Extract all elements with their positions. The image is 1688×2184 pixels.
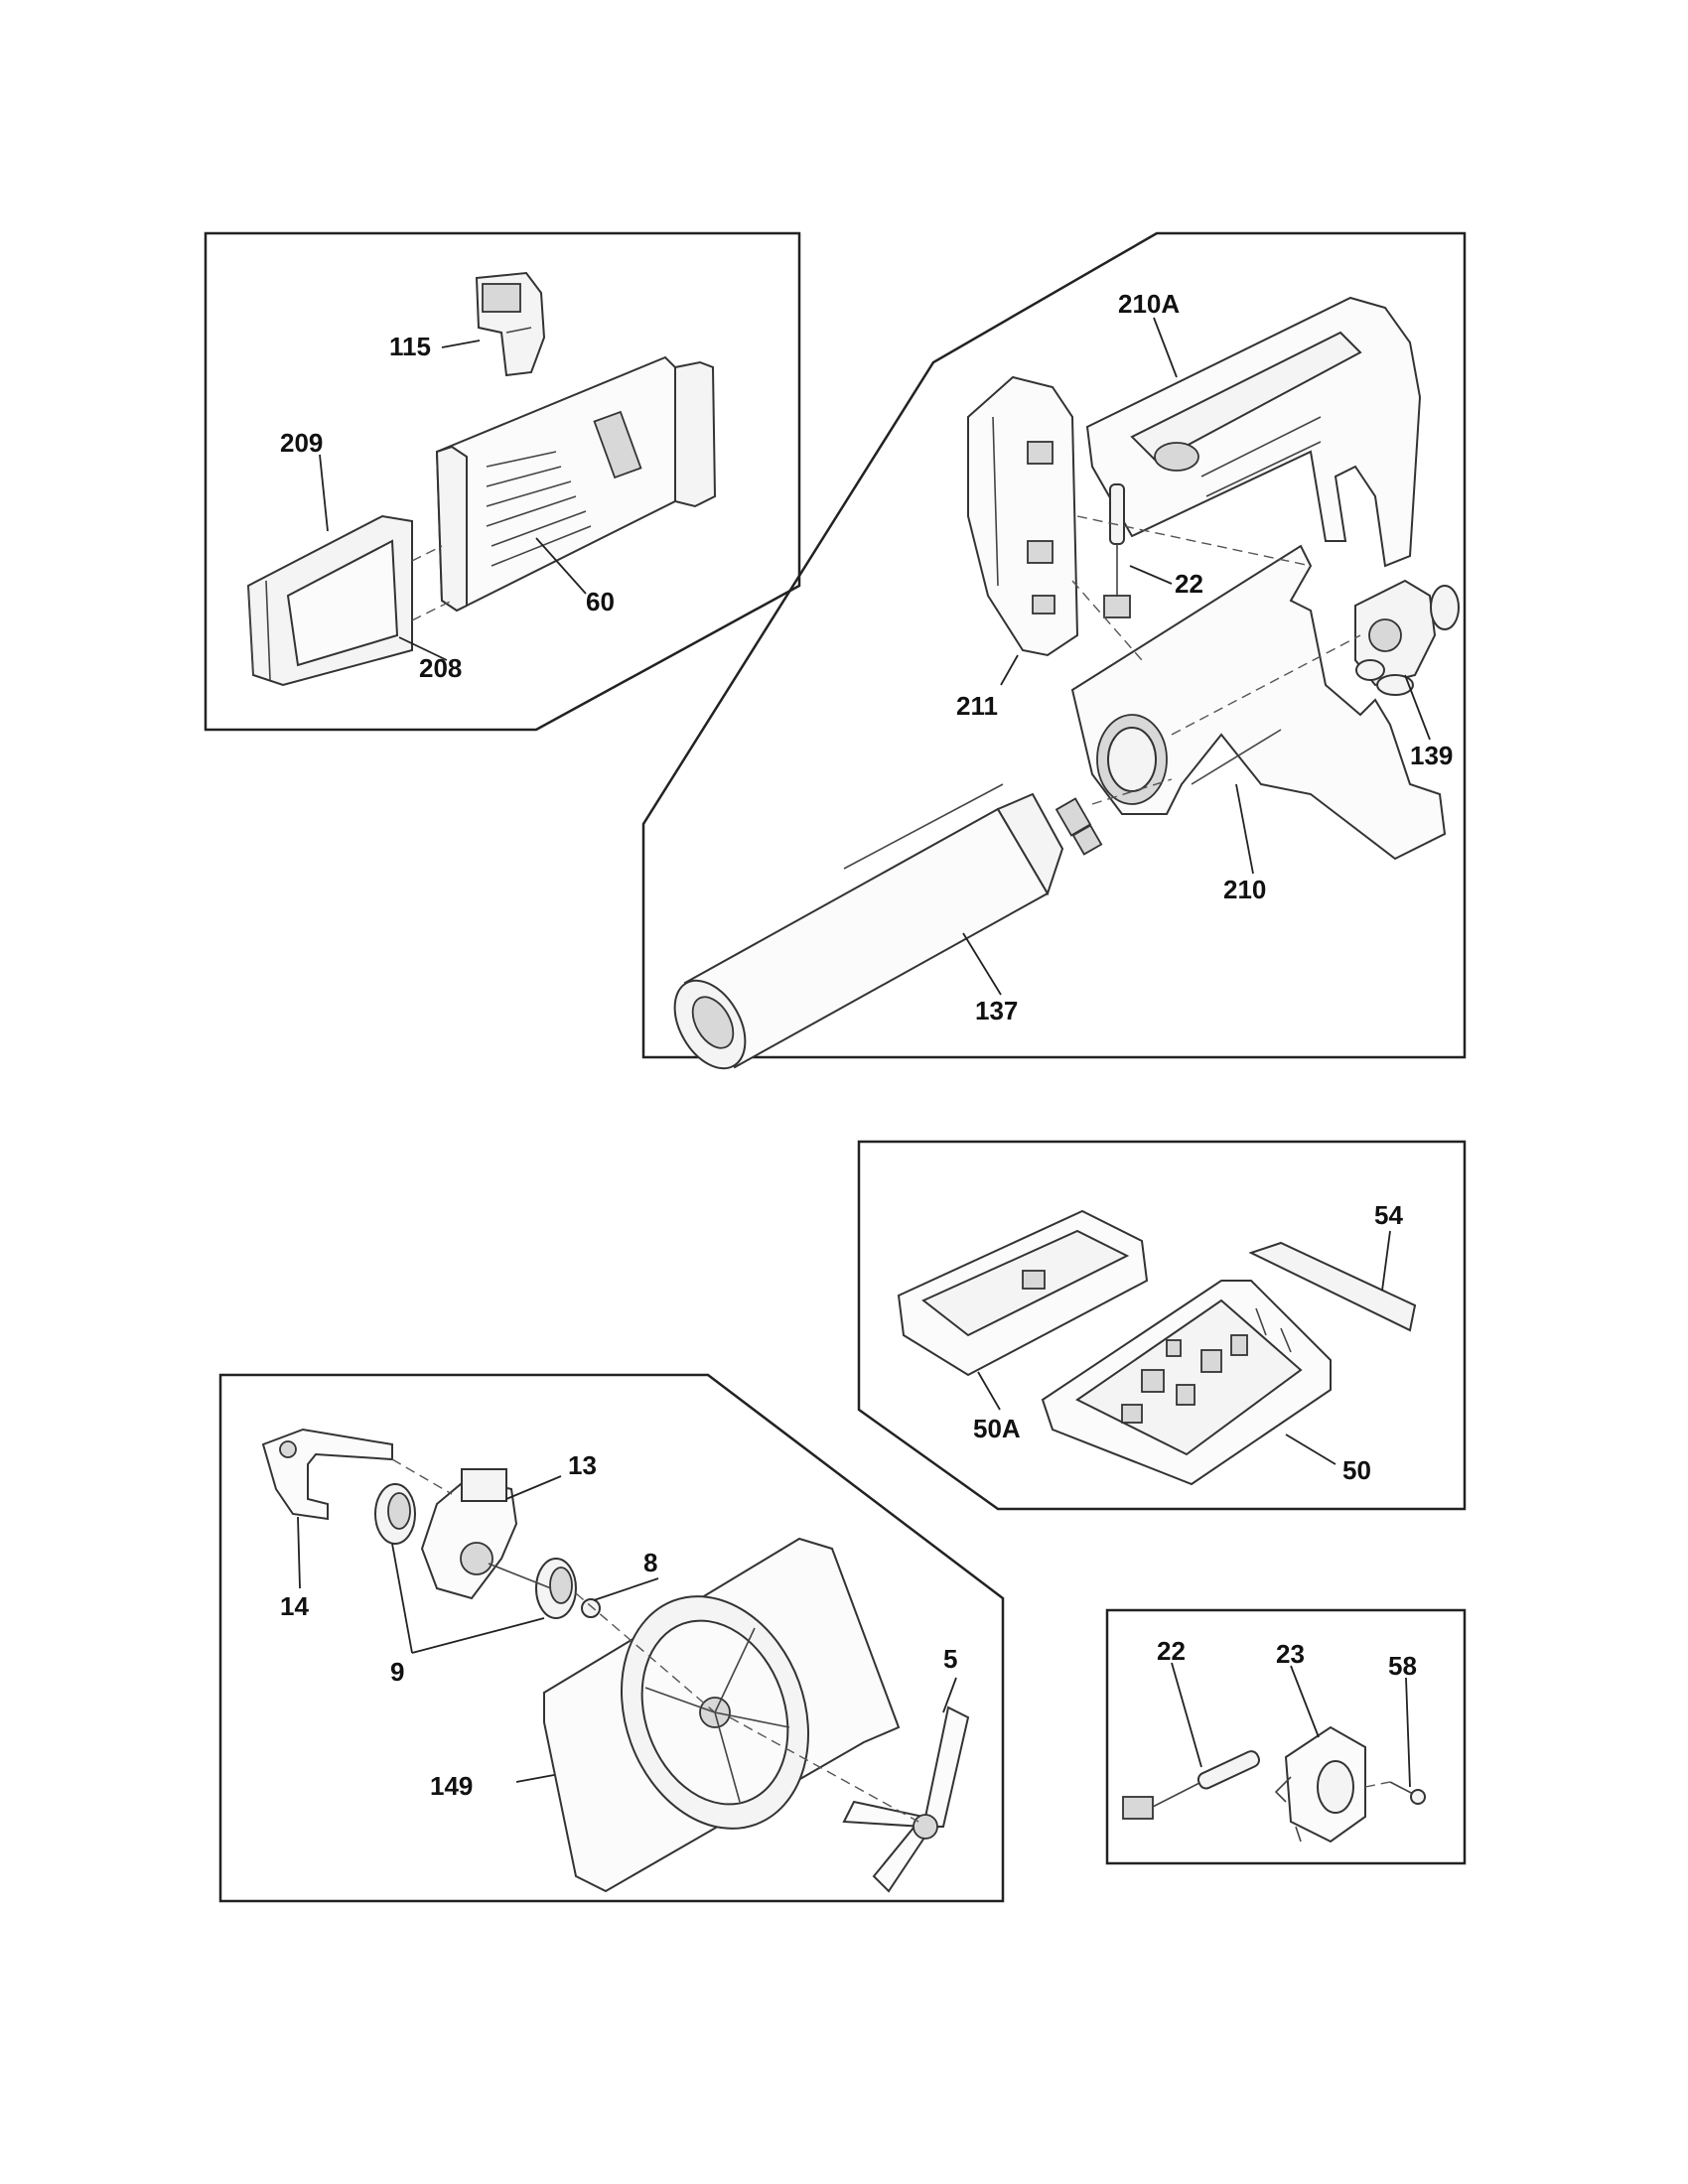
callout-22-kit: 22 bbox=[1157, 1636, 1186, 1666]
part-210-filter-housing bbox=[1070, 544, 1447, 861]
callout-54: 54 bbox=[1374, 1200, 1403, 1230]
callout-211: 211 bbox=[956, 691, 998, 721]
group-frame-control-box bbox=[857, 1140, 1467, 1511]
part-60-filter-head bbox=[435, 355, 717, 613]
part-58-screw bbox=[1389, 1781, 1426, 1805]
callout-137: 137 bbox=[975, 996, 1018, 1025]
callout-60: 60 bbox=[586, 587, 615, 616]
part-137-water-filter-cartridge bbox=[673, 783, 1103, 1070]
callout-209: 209 bbox=[280, 428, 323, 458]
part-5-fan-blade bbox=[842, 1706, 970, 1893]
group-control-box: 54 50A 50 bbox=[857, 1140, 1467, 1511]
callout-5: 5 bbox=[943, 1644, 957, 1674]
group-frame-filter-bypass bbox=[204, 231, 801, 732]
group-frame-water-filter bbox=[641, 231, 1467, 1059]
group-frame-fan-assembly bbox=[218, 1373, 1005, 1903]
callout-58: 58 bbox=[1388, 1651, 1417, 1681]
callout-50A: 50A bbox=[973, 1414, 1021, 1443]
callout-115: 115 bbox=[389, 332, 431, 361]
callout-13: 13 bbox=[568, 1450, 597, 1480]
group-fan-assembly: 13 14 8 9 5 149 bbox=[218, 1373, 1005, 1903]
part-50-control-board-box bbox=[1041, 1280, 1332, 1486]
part-210A-filter-cover bbox=[1085, 296, 1422, 568]
part-22-thermistor bbox=[1103, 483, 1131, 618]
group-water-filter: 210A 22 211 139 210 137 bbox=[641, 231, 1467, 1070]
part-8-washer bbox=[581, 1598, 601, 1618]
callout-22-top: 22 bbox=[1175, 569, 1203, 599]
group-filter-bypass: 115 209 60 208 bbox=[204, 231, 801, 732]
part-22-thermistor-kit bbox=[1122, 1750, 1260, 1820]
part-149-fan-shroud bbox=[543, 1537, 901, 1893]
callout-9: 9 bbox=[390, 1657, 404, 1687]
callout-139: 139 bbox=[1410, 741, 1453, 770]
callout-149: 149 bbox=[430, 1771, 473, 1801]
part-9-motor-grommet-left bbox=[374, 1483, 416, 1545]
group-sensor-kit: 22 23 58 bbox=[1105, 1608, 1467, 1865]
callout-210A: 210A bbox=[1118, 289, 1180, 319]
part-115-clip bbox=[475, 271, 546, 377]
callout-14: 14 bbox=[280, 1591, 309, 1621]
part-14-motor-bracket bbox=[261, 1428, 393, 1521]
callout-50: 50 bbox=[1342, 1455, 1371, 1485]
callout-23: 23 bbox=[1276, 1639, 1305, 1669]
part-54-strip bbox=[1248, 1241, 1417, 1332]
part-209-208-filter-cover bbox=[246, 514, 413, 687]
part-13-fan-motor bbox=[420, 1468, 552, 1600]
part-9-motor-grommet-right bbox=[535, 1558, 577, 1619]
part-23-sensor-cover bbox=[1274, 1725, 1366, 1843]
part-211-filter-bracket bbox=[967, 375, 1079, 657]
callout-210: 210 bbox=[1223, 875, 1266, 904]
part-50A-box-cover bbox=[897, 1209, 1149, 1377]
callout-8: 8 bbox=[643, 1548, 657, 1577]
callout-208: 208 bbox=[419, 653, 462, 683]
part-139-valve bbox=[1354, 579, 1460, 696]
group-frame-sensor-kit bbox=[1105, 1608, 1467, 1865]
